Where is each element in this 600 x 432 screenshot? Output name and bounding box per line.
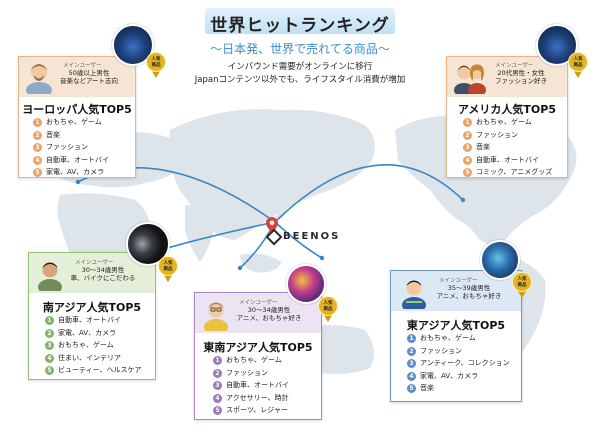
title-banner: 世界ヒットランキング (205, 8, 395, 36)
user-description: 35〜39歳男性 アニメ、おもちゃ好き (436, 284, 502, 300)
card-heading: ヨーロッパ人気TOP5 (22, 103, 132, 116)
user-description: 30〜34歳男性 アニメ、おもちゃ好き (236, 306, 302, 322)
user-avatar-icon (454, 64, 486, 94)
user-description: 20代男性・女性 ファッション好き (495, 69, 547, 85)
brand-logo: BEENOS (283, 231, 341, 242)
user-tag: メインユーザー (63, 63, 102, 69)
popular-badge: 人気 商品 (318, 296, 338, 322)
lead-line-2: Japanコンテンツ以外でも、ライフスタイル消費が増加 (194, 75, 406, 85)
location-pin-icon (266, 217, 278, 233)
user-description: 30〜34歳男性 車、バイクにこだわる (70, 266, 136, 282)
user-avatar-icon (204, 302, 228, 331)
popular-badge: 人気 商品 (158, 256, 178, 282)
page-subtitle: 〜日本発、世界で売れてる商品〜 (210, 42, 390, 56)
card-heading: アメリカ人気TOP5 (457, 103, 557, 116)
user-tag: メインユーザー (75, 260, 114, 266)
user-avatar-icon (26, 64, 52, 94)
user-avatar-icon (38, 262, 62, 291)
user-tag: メインユーザー (495, 63, 534, 69)
product-photo-figures (286, 264, 326, 304)
user-avatar-icon (402, 280, 426, 309)
lead-line-1: インバウンド需要がオンラインに移行 (227, 62, 373, 72)
card-southeast-asia: メインユーザー 30〜34歳男性 アニメ、おもちゃ好き 東南アジア人気TOP5 … (194, 292, 322, 420)
user-description: 50歳以上男性 音楽などアート志向 (59, 69, 119, 85)
card-heading: 東アジア人気TOP5 (406, 319, 506, 332)
user-tag: メインユーザー (239, 300, 278, 306)
user-tag: メインユーザー (439, 278, 478, 284)
card-heading: 南アジア人気TOP5 (42, 301, 142, 314)
popular-badge: 人気 商品 (146, 52, 166, 78)
card-heading: 東南アジア人気TOP5 (203, 341, 313, 354)
page-title: 世界ヒットランキング (210, 16, 390, 36)
card-east-asia: メインユーザー 35〜39歳男性 アニメ、おもちゃ好き 東アジア人気TOP5 1… (390, 270, 522, 402)
popular-badge: 人気 商品 (568, 52, 588, 78)
product-photo-toys (480, 240, 520, 280)
card-south-asia: メインユーザー 30〜34歳男性 車、バイクにこだわる 南アジア人気TOP5 1… (28, 252, 156, 380)
popular-badge: 人気 商品 (512, 272, 532, 298)
